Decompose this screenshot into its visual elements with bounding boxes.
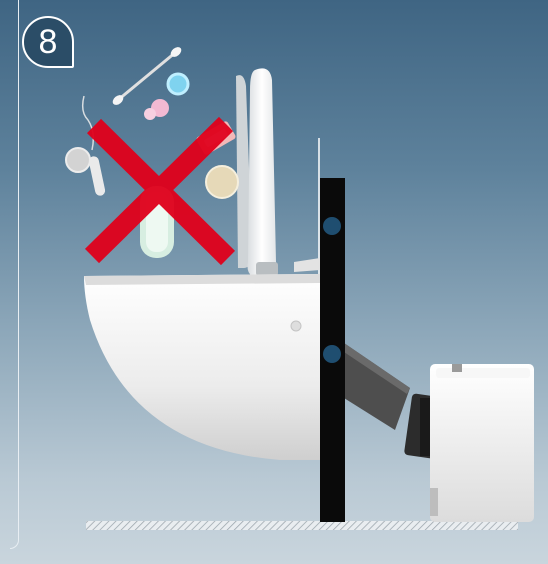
- floor: [86, 521, 518, 530]
- toilet-seat: [236, 68, 278, 276]
- wall-bolt-lower: [323, 345, 341, 363]
- cotton-pad-icon: [144, 99, 169, 120]
- wall: [319, 138, 345, 522]
- thread-icon: [83, 96, 94, 150]
- tampon-icon: [88, 155, 106, 196]
- toilet-bowl: [84, 258, 320, 460]
- wall-bolt-upper: [323, 217, 341, 235]
- macerator-pump: [404, 364, 534, 522]
- debris-ball-icon: [206, 166, 238, 198]
- wipe-icon: [66, 148, 90, 172]
- drain-pipe: [344, 343, 410, 430]
- condom-icon: [168, 74, 188, 94]
